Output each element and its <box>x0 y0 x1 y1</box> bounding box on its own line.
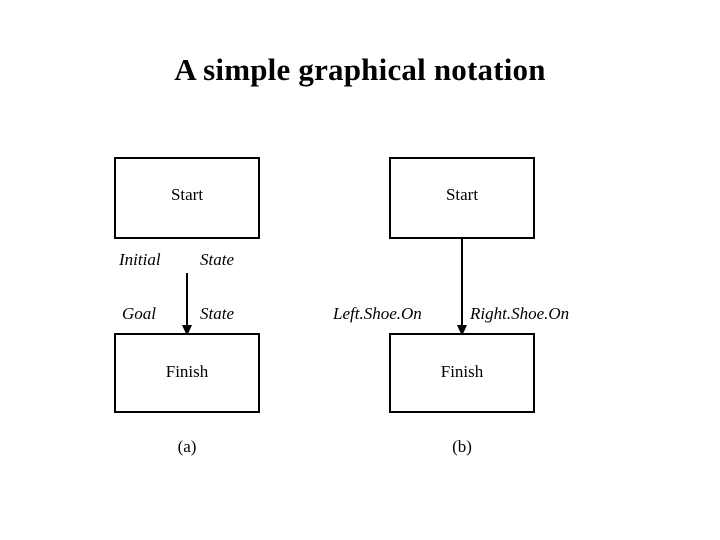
diagram-a-goal-value: State <box>200 304 234 323</box>
diagram-a-initial-label: Initial <box>119 250 161 269</box>
diagram-a-caption: (a) <box>177 437 197 456</box>
diagram-b-caption: (b) <box>452 437 472 456</box>
diagram-b-start-label: Start <box>445 185 479 204</box>
diagram-b-left-condition: Left.Shoe.On <box>333 304 422 323</box>
diagram-b-finish-box <box>389 333 535 413</box>
diagram-b-finish-label: Finish <box>440 362 484 381</box>
diagram-b-start-box <box>389 157 535 239</box>
diagram-a-start-box <box>114 157 260 239</box>
diagram-a-finish-label: Finish <box>165 362 209 381</box>
diagram-a-arrow-head-icon <box>182 325 192 336</box>
diagram-a-start-label: Start <box>170 185 204 204</box>
page-title: A simple graphical notation <box>174 52 546 87</box>
diagram-b-right-condition: Right.Shoe.On <box>470 304 570 323</box>
diagram-a-finish-box <box>114 333 260 413</box>
diagram-a-goal-label: Goal <box>122 304 156 323</box>
diagram-a-initial-value: State <box>200 250 234 269</box>
diagram-b-arrow-line <box>461 239 463 333</box>
diagram-a-arrow-line <box>186 273 188 333</box>
diagram-b-arrow-head-icon <box>457 325 467 336</box>
